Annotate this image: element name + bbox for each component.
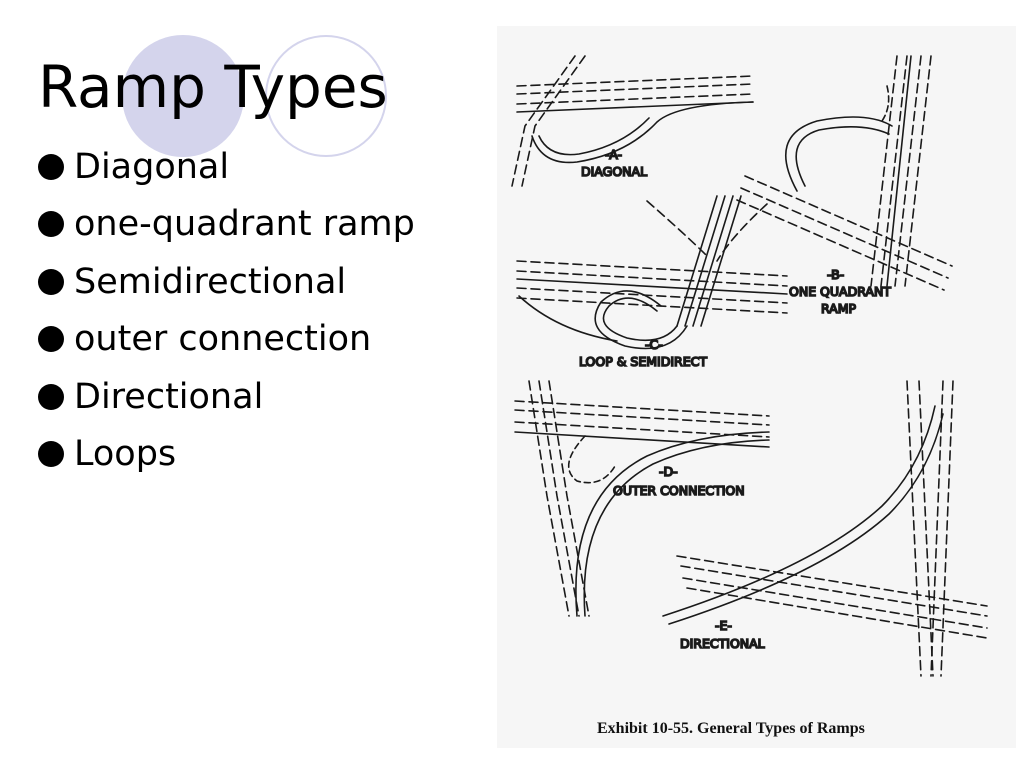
- figure-caption: Exhibit 10-55. General Types of Ramps: [597, 720, 865, 737]
- bullet-list: Diagonal one-quadrant ramp Semidirection…: [38, 138, 415, 483]
- bullet-text: Semidirectional: [74, 261, 347, 302]
- ramp-types-figure: -A- DIAGONAL -B- ONE QUADRANT RAMP: [511, 55, 988, 677]
- diagram-d-letter: -D-: [659, 464, 678, 479]
- diagram-c-name: LOOP & SEMIDIRECT: [579, 354, 707, 369]
- diagram-d-name: OUTER CONNECTION: [613, 483, 745, 498]
- slide-title: Ramp Types: [38, 53, 388, 121]
- bullet-item: Loops: [38, 426, 415, 484]
- diagram-c-letter: -C-: [645, 337, 663, 352]
- bullet-item: outer connection: [38, 311, 415, 369]
- bullet-item: Diagonal: [38, 138, 415, 196]
- bullet-dot-icon: [38, 211, 64, 238]
- bullet-dot-icon: [38, 153, 64, 180]
- diagram-a-name: DIAGONAL: [581, 164, 647, 179]
- diagram-e-letter: -E-: [715, 618, 732, 633]
- bullet-dot-icon: [38, 441, 64, 468]
- bullet-text: one-quadrant ramp: [74, 204, 415, 245]
- bullet-item: Semidirectional: [38, 253, 415, 311]
- outer-connection-drawing: [514, 380, 770, 617]
- diagonal-ramp-drawing: [511, 55, 754, 187]
- diagram-b-name-2: RAMP: [821, 301, 857, 316]
- diagram-b-name-1: ONE QUADRANT: [789, 284, 891, 299]
- decorative-filled-circle: [122, 35, 244, 157]
- bullet-item: Directional: [38, 368, 415, 426]
- bullet-dot-icon: [38, 326, 64, 353]
- loop-semidirect-drawing: [516, 195, 788, 350]
- decorative-outline-circle: [265, 35, 387, 157]
- diagram-a-letter: -A-: [605, 147, 622, 162]
- bullet-item: one-quadrant ramp: [38, 196, 415, 254]
- bullet-dot-icon: [38, 268, 64, 295]
- bullet-text: Diagonal: [74, 146, 230, 187]
- bullet-text: Directional: [74, 376, 264, 417]
- bullet-dot-icon: [38, 383, 64, 410]
- bullet-text: outer connection: [74, 319, 372, 360]
- diagram-e-name: DIRECTIONAL: [680, 636, 765, 651]
- bullet-text: Loops: [74, 434, 177, 475]
- diagram-b-letter: -B-: [827, 267, 844, 282]
- directional-drawing: [662, 380, 988, 677]
- one-quadrant-ramp-drawing: [736, 55, 953, 291]
